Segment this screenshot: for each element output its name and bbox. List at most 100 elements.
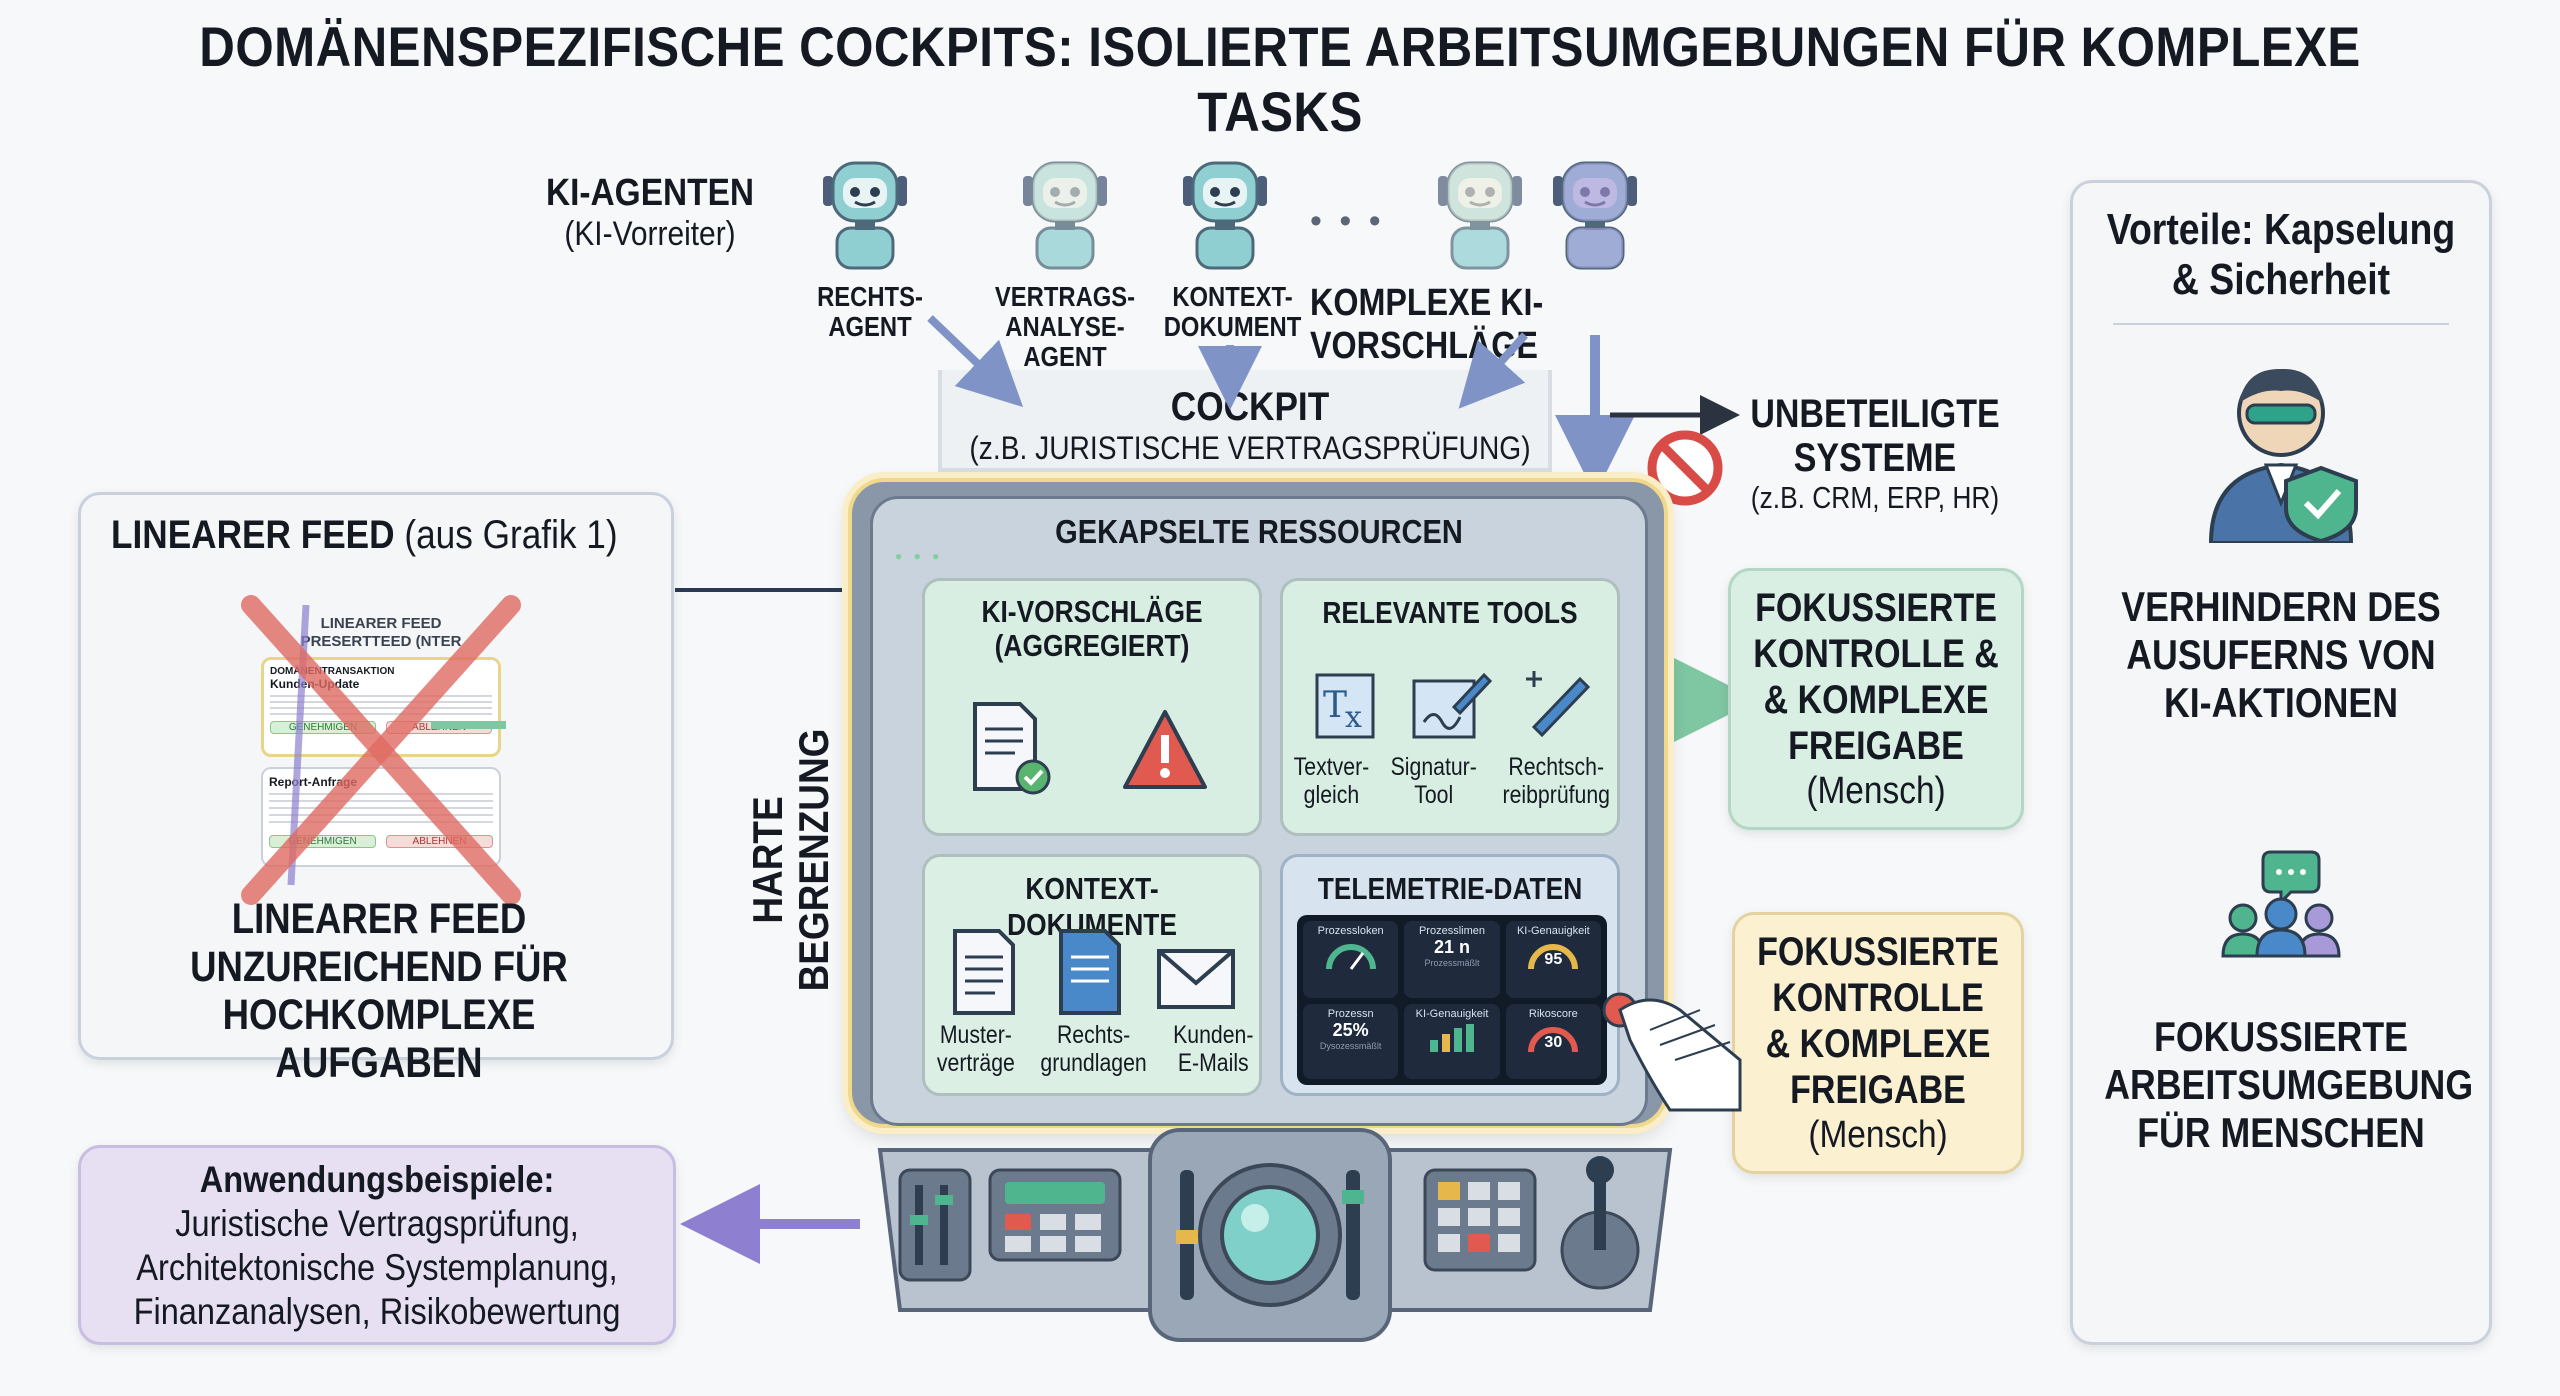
cockpit-label: COCKPIT (z.B. JURISTISCHE VERTRAGSPRÜFUN… xyxy=(930,385,1570,467)
linear-feed-title: LINEARER FEED (aus Grafik 1) xyxy=(111,513,618,558)
examples-line: Architektonische Systemplanung, xyxy=(136,1247,618,1288)
arrow-komplex xyxy=(1458,332,1528,409)
tile-telemetrie: TELEMETRIE-DATEN Prozessloken Prozesslim… xyxy=(1280,854,1620,1096)
tile-ki-vorschlaege: KI-VORSCHLÄGE (AGGREGIERT) xyxy=(922,578,1262,836)
advantage-1: VERHINDERN DES AUSUFERNS VON KI-AKTIONEN xyxy=(2073,583,2489,727)
unbeteiligt-sub: (z.B. CRM, ERP, HR) xyxy=(1750,480,2000,515)
agent-label-line: RECHTS- xyxy=(817,281,923,312)
advantages-title: Vorteile: Kapselung & Sicherheit xyxy=(2073,205,2489,305)
telemetry-cell-sub: Prozessmäßlt xyxy=(1424,958,1480,968)
tile-title: RELEVANTE TOOLS xyxy=(1322,595,1578,630)
tool-label-textvergleich: Textver-gleich xyxy=(1294,753,1370,809)
agents-ellipsis: • • • xyxy=(1310,202,1385,240)
tool-labels: Textver-gleich Signatur-Tool Rechtsch-re… xyxy=(1283,753,1623,809)
gauge-icon xyxy=(1325,944,1376,970)
stop-icon xyxy=(1647,430,1723,506)
tool-label-line: Signatur- xyxy=(1391,753,1478,781)
advantages-title-line: Vorteile: Kapselung xyxy=(2106,205,2456,254)
boundary-line1: HARTE BEGRENZUNG xyxy=(744,728,837,992)
text-compare-icon: T x xyxy=(1315,673,1375,739)
cross-out-icon xyxy=(241,595,521,905)
agents-icons xyxy=(821,161,1639,270)
arrow-rechts xyxy=(927,315,1024,408)
focus-line: KONTROLLE & xyxy=(1753,632,1999,676)
tile-kontext-dokumente: KONTEXT-DOKUMENTE Muster-verträge Rechts… xyxy=(922,854,1262,1096)
screen-dots: ● ● ● xyxy=(895,549,944,563)
spellcheck-icon xyxy=(1526,671,1591,738)
focus-line: FOKUSSIERTE xyxy=(1755,586,1997,630)
focus-line: FREIGABE xyxy=(1790,1068,1966,1112)
agent-label-line: KONTEXT- xyxy=(1172,281,1293,312)
focus-line: FREIGABE xyxy=(1788,724,1964,768)
svg-text:x: x xyxy=(1345,700,1362,735)
conclusion-line: UNZUREICHEND FÜR xyxy=(190,943,568,991)
agent-label-line: AGENT xyxy=(1023,341,1107,372)
focus-line: KONTROLLE xyxy=(1772,976,1984,1020)
advantage-line: AUSUFERNS VON xyxy=(2126,631,2436,678)
agents-heading: KI-AGENTEN xyxy=(545,172,755,214)
doc-label-kunden: Kunden-E-Mails xyxy=(1173,1021,1253,1077)
telemetry-cell: Prozessloken xyxy=(1303,921,1399,998)
unbeteiligt-label: UNBETEILIGTE SYSTEME (z.B. CRM, ERP, HR) xyxy=(1725,392,2025,516)
agent-label-vertrag: VERTRAGS- ANALYSE- AGENT xyxy=(993,282,1138,372)
doc-label-line: Rechts- xyxy=(1056,1021,1131,1049)
tool-label-line: reibprüfung xyxy=(1502,781,1610,809)
focus-control-green: FOKUSSIERTE KONTROLLE & & KOMPLEXE FREIG… xyxy=(1728,568,2024,830)
robot-icon xyxy=(1021,161,1109,270)
control-console xyxy=(877,1128,1673,1342)
examples-line: Juristische Vertragsprüfung, xyxy=(175,1203,579,1244)
telemetry-cell-label: Prozesslimen xyxy=(1418,925,1485,937)
agents-heading-group: KI-AGENTEN (KI-Vorreiter) xyxy=(520,172,780,254)
mini-card-title: DOMÄNENTRANSAKTION xyxy=(270,666,395,677)
telemetry-cell-value: 30 xyxy=(1544,1034,1563,1051)
gauge-icon xyxy=(1528,944,1579,970)
linear-feed-box: LINEARER FEED (aus Grafik 1) LINEARER FE… xyxy=(78,492,674,1087)
advantages-divider xyxy=(2113,323,2449,325)
focus-line-sub: (Mensch) xyxy=(1808,1114,1948,1156)
gauge-icon xyxy=(1528,1027,1579,1053)
tool-label-line: gleich xyxy=(1303,781,1360,809)
page-title: DOMÄNENSPEZIFISCHE COCKPITS: ISOLIERTE A… xyxy=(199,15,2361,143)
examples-box: Anwendungsbeispiele: Juristische Vertrag… xyxy=(78,1145,676,1345)
telemetry-cell-sub: Dysozessmäßlt xyxy=(1319,1041,1382,1051)
cockpit-bracket xyxy=(938,370,1552,472)
secure-user-icon xyxy=(2208,368,2358,543)
telemetry-cell-label: KI-Genauigkeit xyxy=(1415,1008,1489,1020)
telemetry-cell-label: KI-Genauigkeit xyxy=(1516,925,1590,937)
mini-feed-title-line: LINEARER FEED xyxy=(320,615,442,632)
advantage-2: FOKUSSIERTE ARBEITSUMGEBUNG FÜR MENSCHEN xyxy=(2073,1013,2489,1157)
mini-card-sub: Report-Anfrage xyxy=(269,775,358,789)
bar-chart-icon xyxy=(1429,1024,1474,1052)
doc-labels: Muster-verträge Rechts-grundlagen Kunden… xyxy=(925,1021,1265,1077)
tile-ki-icons xyxy=(973,702,1207,795)
focus-line: & KOMPLEXE xyxy=(1763,678,1989,722)
focus-line: & KOMPLEXE xyxy=(1765,1022,1991,1066)
resources-title: GEKAPSELTE RESSOURCEN xyxy=(1055,513,1463,550)
document-icon xyxy=(953,929,1015,1015)
agent-label-line: ANALYSE- xyxy=(1005,311,1125,342)
tool-label-rechtschreib: Rechtsch-reibprüfung xyxy=(1502,753,1610,809)
conclusion-line: HOCHKOMPLEXE AUFGABEN xyxy=(222,991,536,1087)
doc-label-line: E-Mails xyxy=(1177,1049,1249,1077)
doc-label-line: Kunden- xyxy=(1172,1021,1254,1049)
focus-line-sub: (Mensch) xyxy=(1806,770,1946,812)
focus-control-yellow: FOKUSSIERTE KONTROLLE & KOMPLEXE FREIGAB… xyxy=(1732,912,2024,1174)
robot-icon xyxy=(1436,161,1524,270)
tile-title: KI-VORSCHLÄGE xyxy=(981,594,1203,629)
tile-title: TELEMETRIE-DATEN xyxy=(1317,871,1583,906)
telemetry-cell-label: Prozessn xyxy=(1327,1008,1374,1020)
unbeteiligt-line: UNBETEILIGTE xyxy=(1750,392,2000,436)
agents-subheading: (KI-Vorreiter) xyxy=(564,215,736,253)
svg-text:T: T xyxy=(1323,685,1347,726)
advantage-line: FOKUSSIERTE xyxy=(2154,1013,2408,1060)
doc-label-line: verträge xyxy=(936,1049,1015,1077)
tile-tools-icons: T x xyxy=(1315,671,1591,739)
boundary-label xyxy=(740,240,850,660)
email-icon xyxy=(1157,949,1235,1009)
agent-label-line: VERTRAGS- xyxy=(994,281,1136,312)
telemetry-cell: Prozesslimen 21 n Prozessmäßlt xyxy=(1404,921,1500,998)
focus-line: FOKUSSIERTE xyxy=(1757,930,1999,974)
doc-label-muster: Muster-verträge xyxy=(937,1021,1015,1077)
telemetry-cell-label: Prozessloken xyxy=(1317,925,1384,937)
